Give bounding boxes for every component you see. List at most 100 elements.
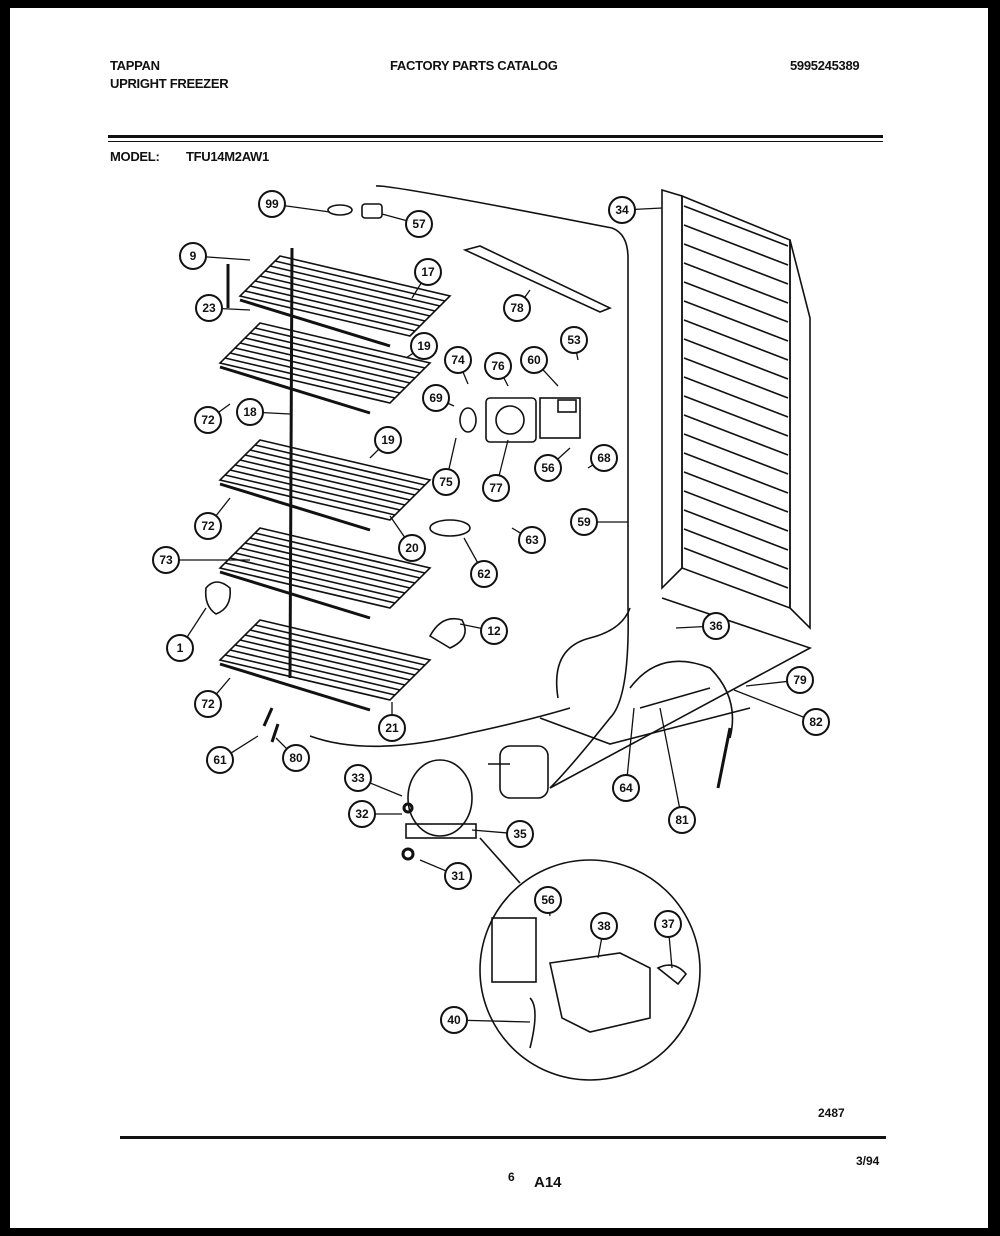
- freezer-drawing: [204, 185, 813, 1081]
- callout-leader: [205, 256, 251, 261]
- callout-72: 72: [194, 406, 222, 434]
- callout-leader: [262, 412, 291, 415]
- callout-leader: [668, 936, 673, 969]
- brand-name: TAPPAN: [110, 58, 160, 73]
- parts-catalog-page: TAPPAN UPRIGHT FREEZER FACTORY PARTS CAT…: [10, 8, 988, 1228]
- callout-23: 23: [195, 294, 223, 322]
- callout-label: 34: [615, 203, 629, 217]
- callout-label: 69: [429, 391, 443, 405]
- callout-label: 37: [661, 917, 675, 931]
- header-rule-bottom: [108, 141, 883, 142]
- callout-leader: [275, 737, 288, 750]
- callout-label: 62: [477, 567, 491, 581]
- shelf: [218, 619, 432, 712]
- callout-label: 76: [491, 359, 505, 373]
- callout-20: 20: [398, 534, 426, 562]
- evaporator-coil: [661, 188, 811, 630]
- callout-label: 74: [451, 353, 465, 367]
- callout-79: 79: [786, 666, 814, 694]
- callout-label: 61: [213, 753, 227, 767]
- callout-leader: [230, 735, 259, 754]
- callout-19: 19: [374, 426, 402, 454]
- callout-label: 72: [201, 519, 215, 533]
- callout-label: 56: [541, 893, 555, 907]
- callout-69: 69: [422, 384, 450, 412]
- callout-68: 68: [590, 444, 618, 472]
- callout-40: 40: [440, 1006, 468, 1034]
- callout-57: 57: [405, 210, 433, 238]
- base-rail: [539, 707, 751, 745]
- model-label: MODEL:: [110, 149, 160, 164]
- callout-leader: [218, 403, 231, 413]
- shelf: [218, 527, 432, 620]
- callout-leader: [221, 307, 251, 311]
- callout-75: 75: [432, 468, 460, 496]
- shelf: [218, 439, 432, 532]
- revision-date: 3/94: [856, 1154, 880, 1168]
- callout-leader: [659, 707, 681, 808]
- callout-leader: [511, 527, 522, 534]
- callout-73: 73: [152, 546, 180, 574]
- callout-72: 72: [194, 690, 222, 718]
- callout-label: 19: [381, 433, 395, 447]
- callout-63: 63: [518, 526, 546, 554]
- callout-label: 20: [405, 541, 419, 555]
- callout-label: 18: [243, 405, 257, 419]
- callout-1: 1: [166, 634, 194, 662]
- callout-leader: [575, 352, 579, 361]
- callout-leader: [626, 707, 635, 776]
- callout-37: 37: [654, 910, 682, 938]
- callout-label: 68: [597, 451, 611, 465]
- callout-64: 64: [612, 774, 640, 802]
- section-code: A14: [534, 1174, 562, 1191]
- callout-leader: [405, 352, 414, 359]
- callout-12: 12: [480, 617, 508, 645]
- callout-leader: [389, 515, 406, 538]
- callout-56: 56: [534, 454, 562, 482]
- callout-17: 17: [414, 258, 442, 286]
- callout-label: 40: [447, 1013, 461, 1027]
- callout-leader: [381, 213, 407, 222]
- callout-34: 34: [608, 196, 636, 224]
- callout-label: 31: [451, 869, 465, 883]
- callout-leader: [411, 282, 422, 299]
- drawing-number: 2487: [818, 1106, 845, 1120]
- callout-38: 38: [590, 912, 618, 940]
- callout-label: 33: [351, 771, 365, 785]
- callout-62: 62: [470, 560, 498, 588]
- callout-33: 33: [344, 764, 372, 792]
- callout-label: 82: [809, 715, 823, 729]
- callout-35: 35: [506, 820, 534, 848]
- callout-32: 32: [348, 800, 376, 828]
- callout-76: 76: [484, 352, 512, 380]
- callout-leader: [369, 782, 403, 797]
- callout-label: 72: [201, 413, 215, 427]
- callout-label: 36: [709, 619, 723, 633]
- callout-74: 74: [444, 346, 472, 374]
- callout-label: 57: [412, 217, 426, 231]
- callout-leader: [459, 623, 482, 630]
- shelf: [218, 322, 432, 415]
- callout-leader: [284, 205, 331, 213]
- callout-label: 56: [541, 461, 555, 475]
- shelf-support-rod: [288, 247, 294, 679]
- callout-label: 19: [417, 339, 431, 353]
- callout-leader: [466, 1019, 531, 1023]
- product-type: UPRIGHT FREEZER: [110, 76, 229, 91]
- callout-label: 80: [289, 751, 303, 765]
- callout-80: 80: [282, 744, 310, 772]
- callout-label: 1: [177, 641, 184, 655]
- callout-leader: [186, 607, 207, 638]
- callout-label: 32: [355, 807, 369, 821]
- shelf-stud: [270, 723, 280, 743]
- callout-36: 36: [702, 612, 730, 640]
- callout-leader: [542, 369, 559, 387]
- shelf-fastener: [262, 707, 274, 727]
- callout-leader: [733, 689, 805, 718]
- refrigerant-line: [375, 185, 629, 789]
- callout-label: 77: [489, 481, 503, 495]
- electrical-detail-inset: [479, 837, 701, 1081]
- footer-rule: [120, 1136, 886, 1139]
